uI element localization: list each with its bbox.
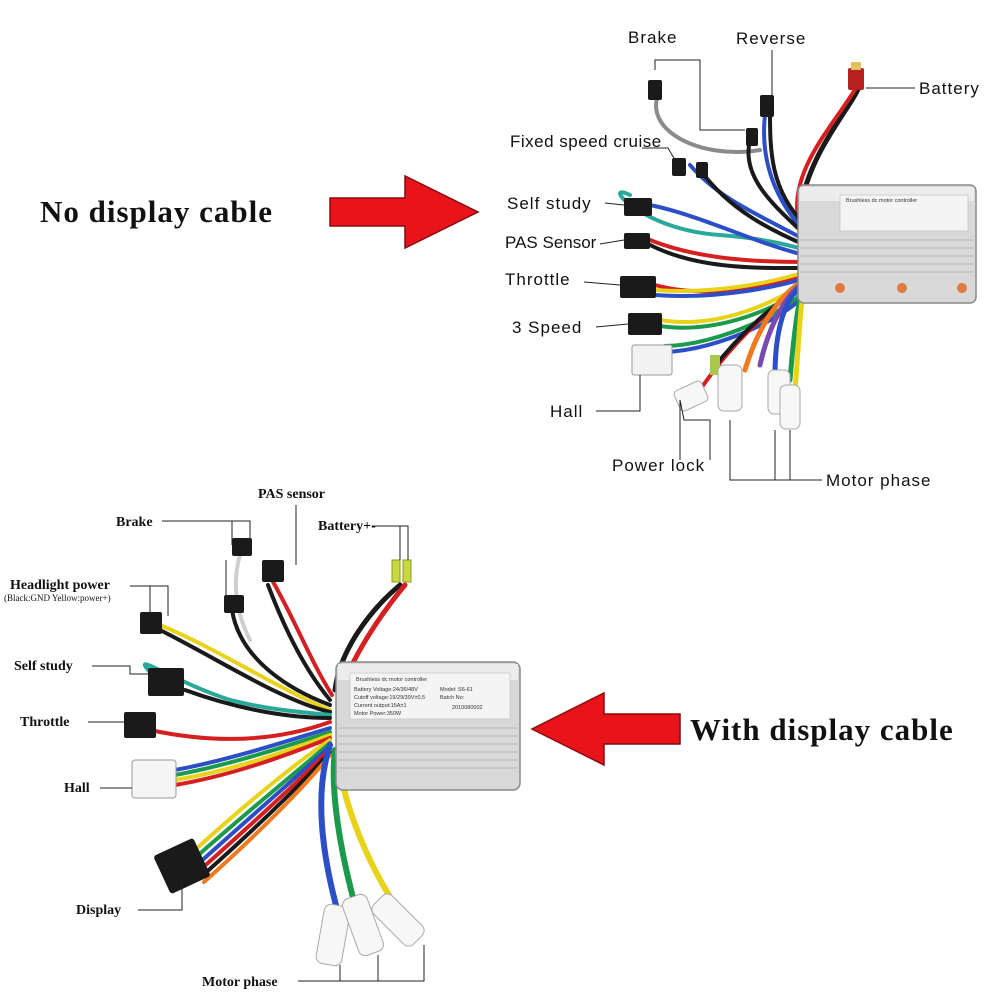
label-display: Display [76,903,121,918]
label-self-study: Self study [14,659,73,674]
wire [193,738,332,852]
phase-connector [341,893,385,957]
headlight-connector [140,612,162,634]
wire [768,108,807,227]
label-throttle: Throttle [20,715,70,730]
bottom-connectors [124,538,425,967]
top-controller: Brushless dc motor controller [797,184,977,304]
pas-connector [624,233,650,249]
label-hall: Hall [64,781,90,796]
wire [148,720,332,741]
label-cruise: Fixed speed cruise [510,132,662,151]
throttle-connector [620,276,656,298]
with-display-heading: With display cable [690,712,954,747]
wire [653,276,807,298]
top-controller-title: Brushless dc motor controller [846,198,917,204]
label-battery: Battery+- [318,519,376,534]
label-brake: Brake [628,28,677,47]
bottom-controller-title: Brushless dc motor controller [356,677,427,683]
controller-cutoff-voltage: Cutoff voltage:19/29/39V±0.5 [354,695,425,701]
label-hall: Hall [550,402,583,421]
label-3-speed: 3 Speed [512,318,582,337]
label-self-study: Self study [507,194,592,213]
battery-connector [391,559,401,583]
brake-connector [232,538,252,556]
top-arrow [329,174,480,250]
label-reverse: Reverse [736,29,806,48]
top-connectors [620,62,864,430]
top-diagram: No display cable [40,28,980,490]
phase-connector [371,893,425,947]
bottom-arrow [530,691,681,767]
reverse-connector [760,95,774,117]
hall-connector [131,759,177,799]
wire [198,747,332,872]
self-study-connector [624,198,652,216]
wire [266,583,332,702]
label-brake: Brake [116,515,153,530]
brake-connector [648,80,662,100]
label-throttle: Throttle [505,270,571,289]
wire [158,628,332,714]
controller-battery-voltage: Battery Voltage:24/36/48V [354,687,418,693]
phase-connector [717,364,743,412]
wire [173,726,332,772]
wire [158,623,332,712]
wire [698,168,807,247]
wire [173,733,332,782]
wire [648,203,807,257]
wire [183,688,332,720]
wire [193,741,332,860]
top-leaders [583,50,915,481]
label-headlight-power: Headlight power [10,578,110,593]
wire [648,238,807,264]
wire [330,747,358,908]
wire [794,86,858,222]
wire [228,698,332,717]
wire [196,744,332,866]
power-lock-connector [673,380,709,412]
wire [654,88,762,154]
wire [230,608,332,707]
bottom-diagram: With display cable [4,487,954,990]
speed3-connector [628,313,662,335]
label-pas-sensor: PAS Sensor [505,233,597,252]
wire [648,243,807,271]
controller-model: Model: S6-61 [440,687,473,693]
bottom-controller: Brushless dc motor controller Battery Vo… [335,661,521,791]
wire [270,578,334,697]
battery-connector [848,68,864,90]
self-study-connector [148,668,184,696]
display-connector [154,838,210,894]
pas-connector [262,560,284,582]
label-power-lock: Power lock [612,456,705,475]
label-battery: Battery [919,79,980,98]
controller-batch: Batch No: [440,695,465,701]
wire [200,750,332,878]
wire [173,736,332,787]
hall-connector [631,344,673,376]
wire [762,113,807,234]
wire [746,138,807,237]
no-display-heading: No display cable [40,194,273,229]
phase-connector [779,384,801,430]
wire [653,273,807,294]
throttle-connector [124,712,156,738]
label-pas-sensor: PAS sensor [258,487,325,502]
phase-connector [315,903,351,967]
controller-current-output: Current output:15A±1 [354,703,407,709]
controller-motor-power: Motor Power:350W [354,711,402,717]
wire [653,270,807,293]
controller-serial: 2010080002 [452,705,483,711]
label-motor-phase: Motor phase [826,471,932,490]
wire [173,730,332,777]
bottom-leaders [88,505,425,982]
label-headlight-note: (Black:GND Yellow:power+) [4,593,111,603]
label-motor-phase: Motor phase [202,975,278,990]
cruise-connector [672,158,686,176]
wire [318,742,343,923]
